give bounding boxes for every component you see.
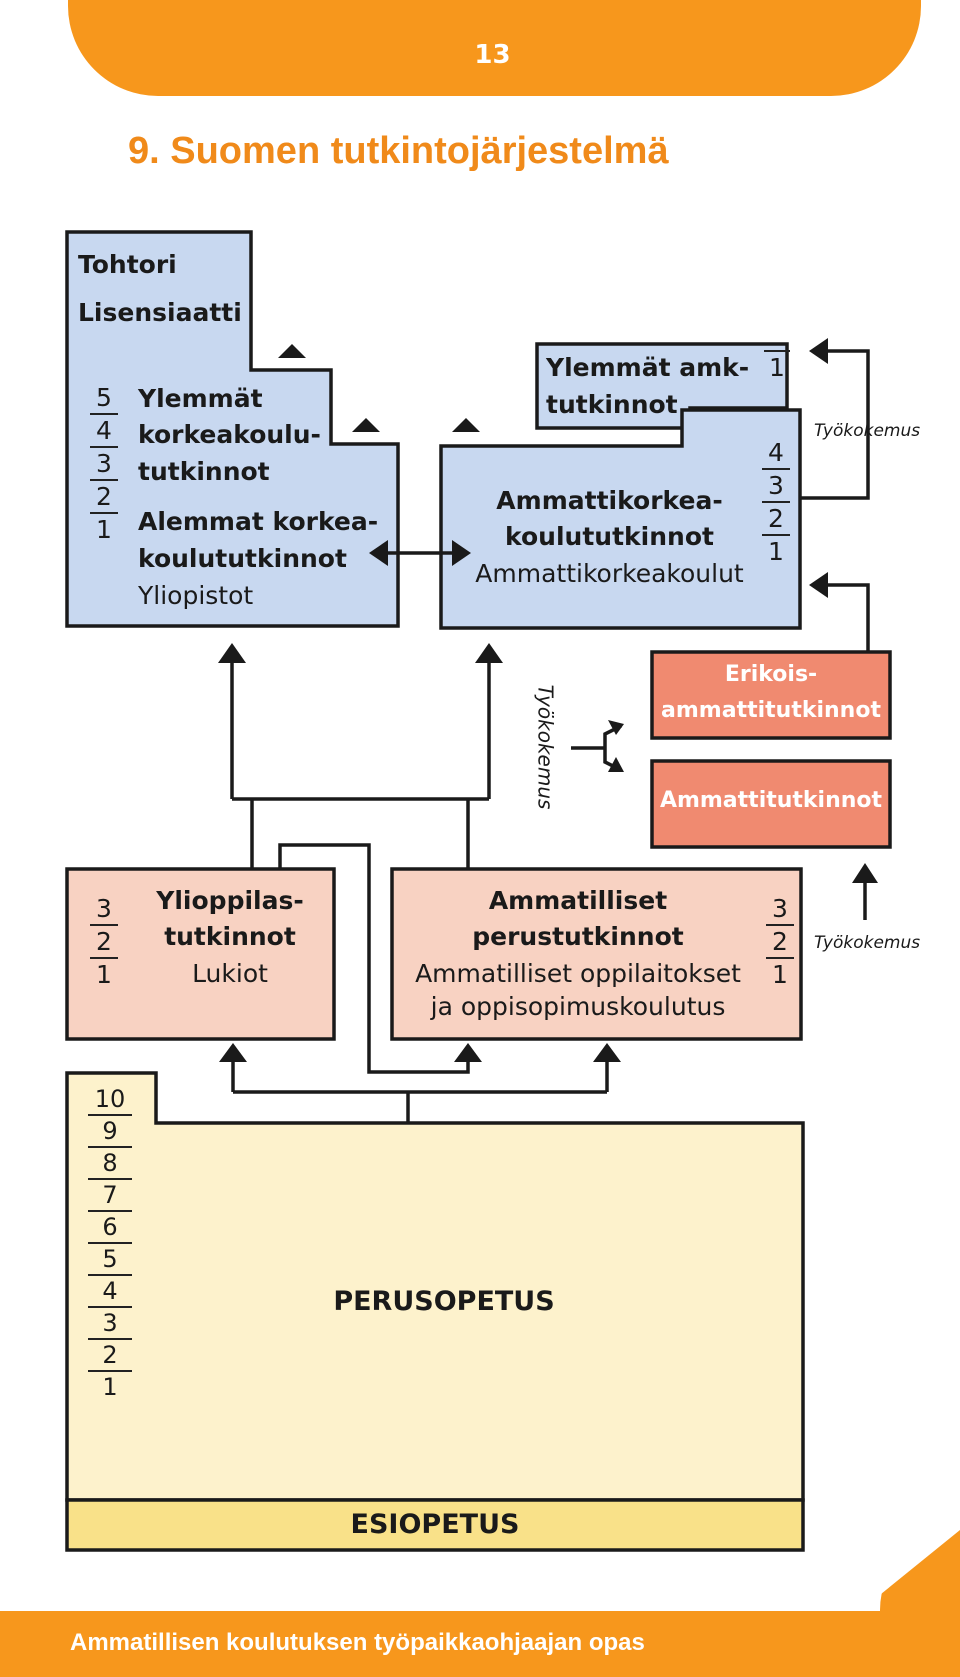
year-number: 1 [88,1370,132,1402]
year-number: 9 [88,1114,132,1146]
year-number: 5 [96,383,112,412]
amk-institution: Ammattikorkeakoulut [475,559,744,588]
amk-upper-line2: tutkinnot [546,390,678,419]
university-upper-line1: Ylemmät [138,384,263,413]
specialist-line2: ammattitutkinnot [661,698,881,723]
university-box [65,230,400,628]
amk-years: 4 3 2 1 [762,437,790,567]
vocational-years: 3 2 1 [766,893,794,990]
year-number: 2 [88,1338,132,1370]
year-number: 2 [90,924,118,957]
arrowhead [593,1043,621,1062]
arrowhead [608,720,624,735]
amk-line2: koulututkinnot [505,522,714,551]
further-box [650,759,892,849]
arrowhead [452,418,480,432]
amk-upper-box [535,342,789,430]
year-number: 1 [90,512,118,545]
footer-band [0,1611,960,1677]
arrowhead [809,338,828,364]
arrowhead [219,1043,247,1062]
work-experience-label-vertical: Työkokemus [533,684,558,810]
university-lower-line1: Alemmat korkea- [138,507,379,536]
year-number: 2 [762,501,790,534]
footer-text: Ammatillisen koulutuksen työpaikkaohjaaj… [70,1629,645,1656]
university-lower-line2: koulututkinnot [138,544,347,573]
upper-secondary-years: 3 2 1 [90,893,118,990]
university-years: 5 4 3 2 1 [90,382,118,545]
upper-secondary-box [65,867,336,1041]
year-number: 1 [90,957,118,990]
amk-box [439,408,802,630]
year-number: 3 [96,894,112,923]
work-experience-label-top: Työkokemus [814,421,921,441]
amk-line1: Ammattikorkea- [496,486,723,515]
year-number: 10 [94,1085,126,1113]
year-number: 4 [768,438,784,467]
university-institution: Yliopistot [138,581,254,610]
arrowhead [809,572,828,598]
page-title: 9. Suomen tutkintojärjestelmä [128,130,669,172]
arrowhead [454,1043,482,1062]
vocational-line2: perustutkinnot [472,922,684,951]
vocational-line1: Ammatilliset [488,886,668,915]
year-number: 3 [90,446,118,479]
university-upper-line2: korkeakoulu- [138,420,321,449]
year-number: 3 [88,1306,132,1338]
specialist-box [650,650,892,740]
year-number: 3 [772,894,788,923]
basic-label: PERUSOPETUS [333,1286,555,1317]
arrow-heads [218,338,878,1062]
year-number: 5 [88,1242,132,1274]
arrowhead [352,418,380,432]
arrowhead [608,757,624,772]
arrowhead [218,643,246,663]
page-number: 13 [474,40,511,70]
vocational-box [390,867,803,1041]
year-number: 2 [90,479,118,512]
preschool-label: ESIOPETUS [350,1509,520,1540]
arrowhead [452,540,471,566]
arrowhead [278,344,306,358]
work-experience-label-right: Työkokemus [814,933,921,953]
specialist-line1: Erikois- [724,662,818,687]
preschool-box [65,1498,805,1552]
year-number: 1 [769,353,785,382]
year-number: 6 [88,1210,132,1242]
further-label: Ammattitutkinnot [659,788,883,813]
year-number: 8 [88,1146,132,1178]
year-number: 4 [90,413,118,446]
university-licentiate: Lisensiaatti [78,298,242,327]
vocational-institution-line2: ja oppisopimuskoulutus [430,992,726,1021]
arrowhead [475,643,503,663]
arrowhead [369,540,388,566]
vocational-institution-line1: Ammatilliset oppilaitokset [415,959,741,988]
year-number: 3 [762,468,790,501]
year-number: 2 [766,924,794,957]
upper-secondary-institution: Lukiot [192,959,268,988]
year-number: 1 [766,957,794,990]
year-number: 1 [762,534,790,567]
arrowhead [852,863,878,883]
university-doctor: Tohtori [78,250,177,279]
upper-secondary-line1: Ylioppilas- [156,886,304,915]
amk-upper-years: 1 [764,350,790,383]
year-number: 4 [88,1274,132,1306]
upper-secondary-line2: tutkinnot [164,922,296,951]
header-band [68,0,921,96]
year-number: 7 [88,1178,132,1210]
basic-years: 10 9 8 7 6 5 4 3 2 1 [88,1084,132,1402]
amk-upper-line1: Ylemmät amk- [546,353,750,382]
university-upper-line3: tutkinnot [138,457,270,486]
